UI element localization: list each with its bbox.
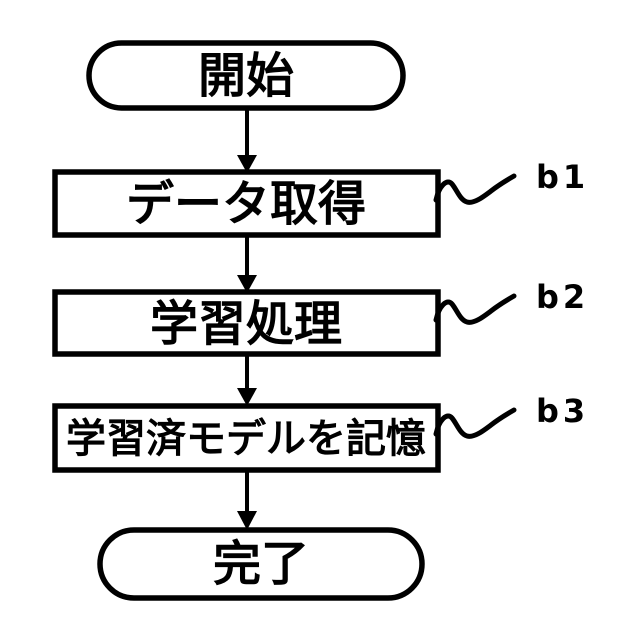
step3-reference-leader-line bbox=[433, 407, 517, 439]
arrow-head-icon bbox=[237, 275, 257, 293]
arrow-head-icon bbox=[237, 388, 257, 406]
step2-reference-label: b2 bbox=[536, 278, 589, 316]
step3-reference-label: b3 bbox=[536, 392, 589, 430]
step1-reference-leader-line bbox=[433, 173, 517, 205]
step2-process-shape bbox=[52, 289, 441, 357]
start-terminator-label: 開始 bbox=[198, 48, 294, 104]
step2-process-label: 学習処理 bbox=[150, 296, 342, 352]
step1-reference-label: b1 bbox=[536, 158, 589, 196]
end-terminator-shape bbox=[97, 527, 425, 601]
step1-process-label: データ取得 bbox=[126, 176, 366, 232]
step1-process-shape bbox=[52, 169, 441, 238]
arrow-head-icon bbox=[237, 155, 257, 173]
arrow-step2-to-step3 bbox=[237, 354, 257, 406]
arrow-head-icon bbox=[237, 511, 257, 530]
arrow-start-to-step1 bbox=[237, 108, 257, 173]
arrow-step3-to-end bbox=[237, 470, 257, 530]
step3-process-label: 学習済モデルを記憶 bbox=[66, 416, 426, 462]
end-terminator-label: 完了 bbox=[213, 536, 309, 592]
step2-reference-leader-line bbox=[433, 293, 517, 325]
arrow-step1-to-step2 bbox=[237, 235, 257, 293]
